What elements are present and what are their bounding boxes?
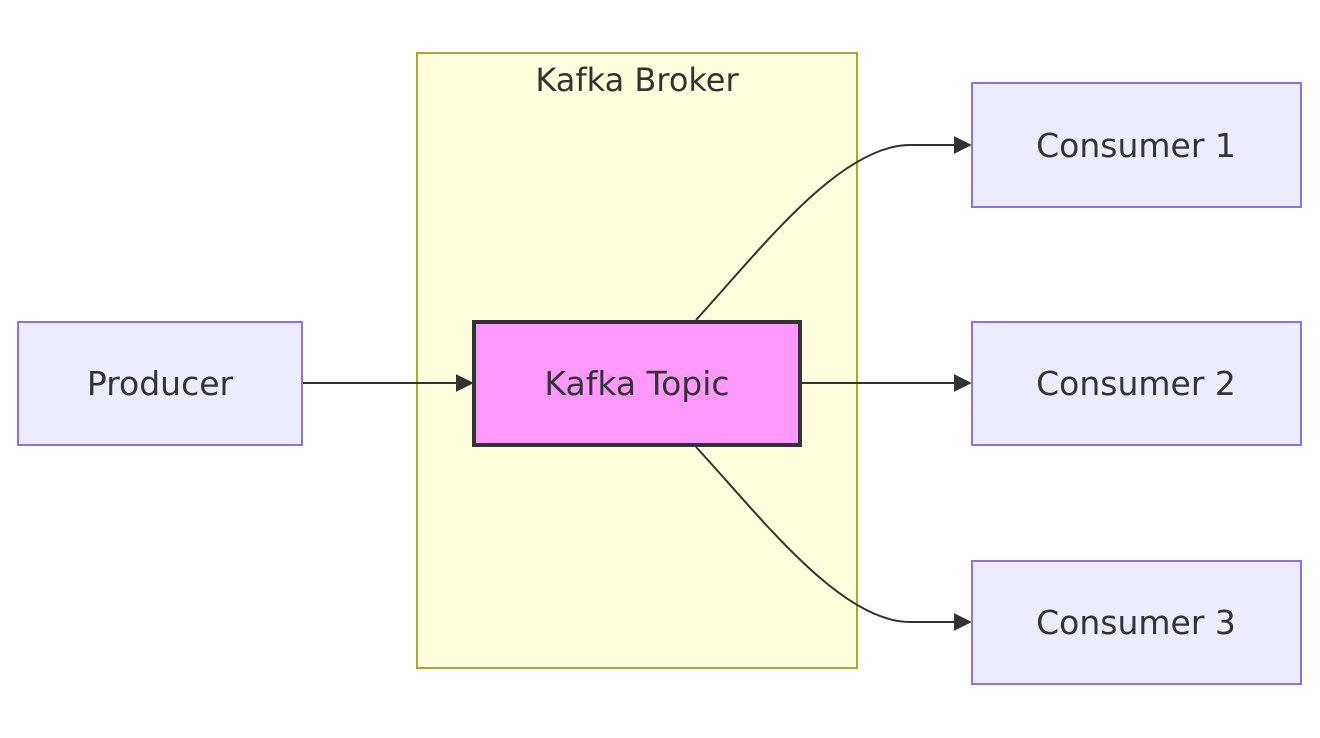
node-kafka-topic-box	[472, 320, 802, 447]
node-producer-box	[17, 321, 303, 446]
node-consumer-1: Consumer 1	[971, 82, 1302, 208]
node-producer: Producer	[17, 321, 303, 446]
edge-topic-to-consumer-3	[695, 446, 972, 631]
node-kafka-topic-label: Kafka Topic	[544, 364, 729, 403]
node-producer-label: Producer	[87, 364, 234, 403]
node-consumer-3: Consumer 3	[971, 560, 1302, 685]
node-consumer-3-label: Consumer 3	[1036, 603, 1236, 642]
node-kafka-topic: Kafka Topic	[472, 320, 802, 447]
node-consumer-1-box	[971, 82, 1302, 208]
node-consumer-2-label: Consumer 2	[1036, 364, 1236, 403]
node-consumer-3-box	[971, 560, 1302, 685]
edge-topic-to-consumer-1	[695, 136, 972, 321]
node-consumer-2-box	[971, 321, 1302, 446]
cluster-kafka-broker-label: Kafka Broker	[535, 61, 739, 99]
edges	[303, 136, 972, 631]
node-consumer-1-label: Consumer 1	[1036, 126, 1236, 165]
node-consumer-2: Consumer 2	[971, 321, 1302, 446]
